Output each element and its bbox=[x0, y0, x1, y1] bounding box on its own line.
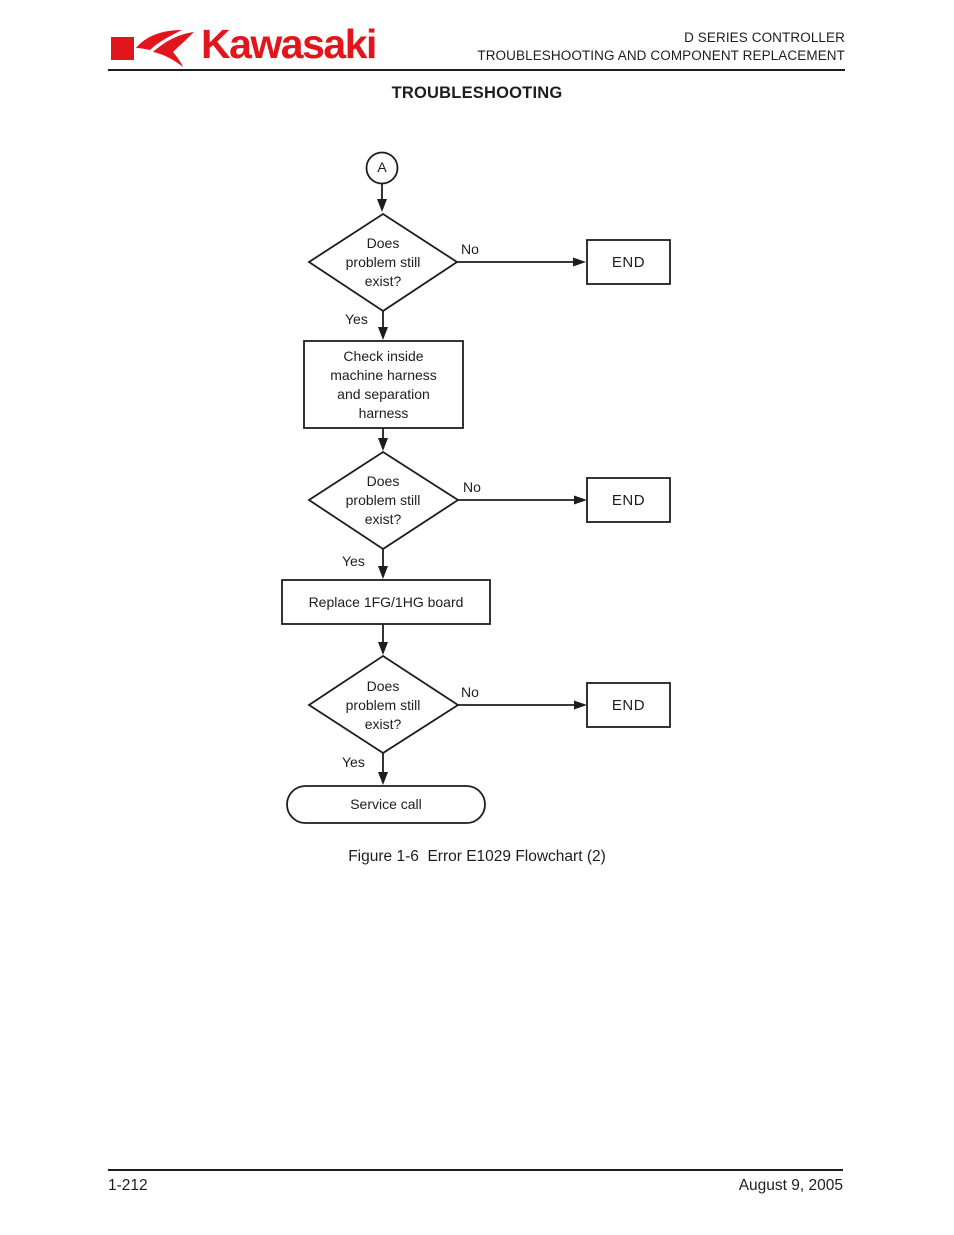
connector-a-label: A bbox=[377, 159, 387, 175]
decision-3-label: Does problem still exist? bbox=[345, 678, 421, 732]
arrowhead bbox=[378, 566, 388, 579]
page-title: TROUBLESHOOTING bbox=[391, 84, 563, 102]
arrowhead bbox=[378, 772, 388, 785]
brand-wordmark: Kawasaki bbox=[201, 21, 377, 67]
end-1-shape bbox=[586, 239, 671, 285]
process-2-label: Replace 1FG/1HG board bbox=[308, 593, 464, 610]
end-2-label: END bbox=[611, 491, 646, 509]
terminator-label: Service call bbox=[350, 796, 422, 812]
decision-1-label: Does problem still exist? bbox=[345, 235, 421, 289]
process-1-label: Check inside machine harness and separat… bbox=[330, 347, 437, 421]
decision-1-no-label: No bbox=[461, 241, 479, 257]
decision-3-no-label: No bbox=[461, 684, 479, 700]
figure-caption: Figure 1-6 Error E1029 Flowchart (2) bbox=[348, 848, 606, 865]
arrowhead bbox=[378, 438, 388, 451]
arrowhead bbox=[377, 199, 387, 212]
footer-page-number: 1-212 bbox=[108, 1177, 148, 1194]
footer-rule bbox=[108, 1169, 843, 1171]
header-doc-titles: D SERIES CONTROLLER TROUBLESHOOTING AND … bbox=[477, 29, 845, 65]
arrowhead bbox=[574, 700, 587, 710]
header-doc-title-line2: TROUBLESHOOTING AND COMPONENT REPLACEMEN… bbox=[477, 48, 845, 63]
kawasaki-river-mark-icon bbox=[111, 30, 194, 67]
decision-2-label: Does problem still exist? bbox=[345, 473, 421, 527]
terminator-shape bbox=[286, 785, 486, 824]
decision-2-no-label: No bbox=[463, 479, 481, 495]
arrowhead bbox=[574, 495, 587, 505]
arrowhead bbox=[378, 642, 388, 655]
decision-2-yes-label: Yes bbox=[342, 553, 365, 569]
arrowhead bbox=[573, 257, 586, 267]
decision-3-yes-label: Yes bbox=[342, 754, 365, 770]
decision-1-yes-label: Yes bbox=[345, 311, 368, 327]
header-doc-title-line1: D SERIES CONTROLLER bbox=[684, 30, 845, 45]
header-rule bbox=[108, 69, 845, 71]
footer-date: August 9, 2005 bbox=[738, 1177, 843, 1194]
arrowhead bbox=[378, 327, 388, 340]
process-2-shape bbox=[281, 579, 491, 625]
end-3-label: END bbox=[611, 696, 646, 714]
end-1-label: END bbox=[611, 253, 646, 271]
